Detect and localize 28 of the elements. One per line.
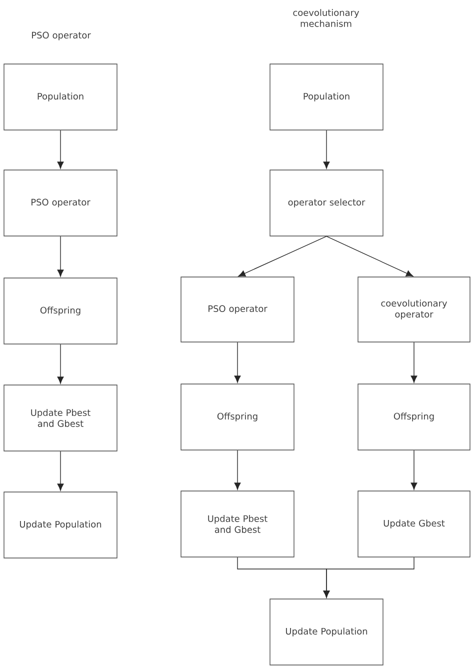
process-box: Update Population xyxy=(4,492,118,558)
heading: PSO operator xyxy=(32,32,91,40)
process-box: PSO operator xyxy=(180,276,294,342)
process-box: Offspring xyxy=(4,278,118,344)
arrow xyxy=(234,342,241,383)
process-box: coevolutionary operator xyxy=(358,276,470,342)
arrow xyxy=(57,451,64,491)
arrow xyxy=(238,236,327,276)
process-box: Population xyxy=(4,64,118,130)
arrow xyxy=(234,450,241,490)
process-box: Update Pbest and Gbest xyxy=(4,384,118,452)
heading: coevolutionary mechanism xyxy=(293,9,360,27)
arrow xyxy=(410,450,418,490)
process-box: Update Pbest and Gbest xyxy=(180,490,294,558)
arrow xyxy=(410,342,418,383)
arrow xyxy=(57,130,64,169)
process-box: Update Population xyxy=(270,598,384,666)
arrow xyxy=(323,130,330,169)
process-box: Offspring xyxy=(358,384,470,450)
process-box: operator selector xyxy=(270,170,384,236)
process-box: Update Gbest xyxy=(358,490,470,558)
arrow xyxy=(323,557,414,598)
process-box: Offspring xyxy=(180,384,294,450)
process-box: Population xyxy=(270,64,384,130)
arrow xyxy=(57,344,64,384)
process-box: PSO operator xyxy=(4,170,118,236)
arrow xyxy=(326,236,414,276)
arrow xyxy=(57,236,64,277)
